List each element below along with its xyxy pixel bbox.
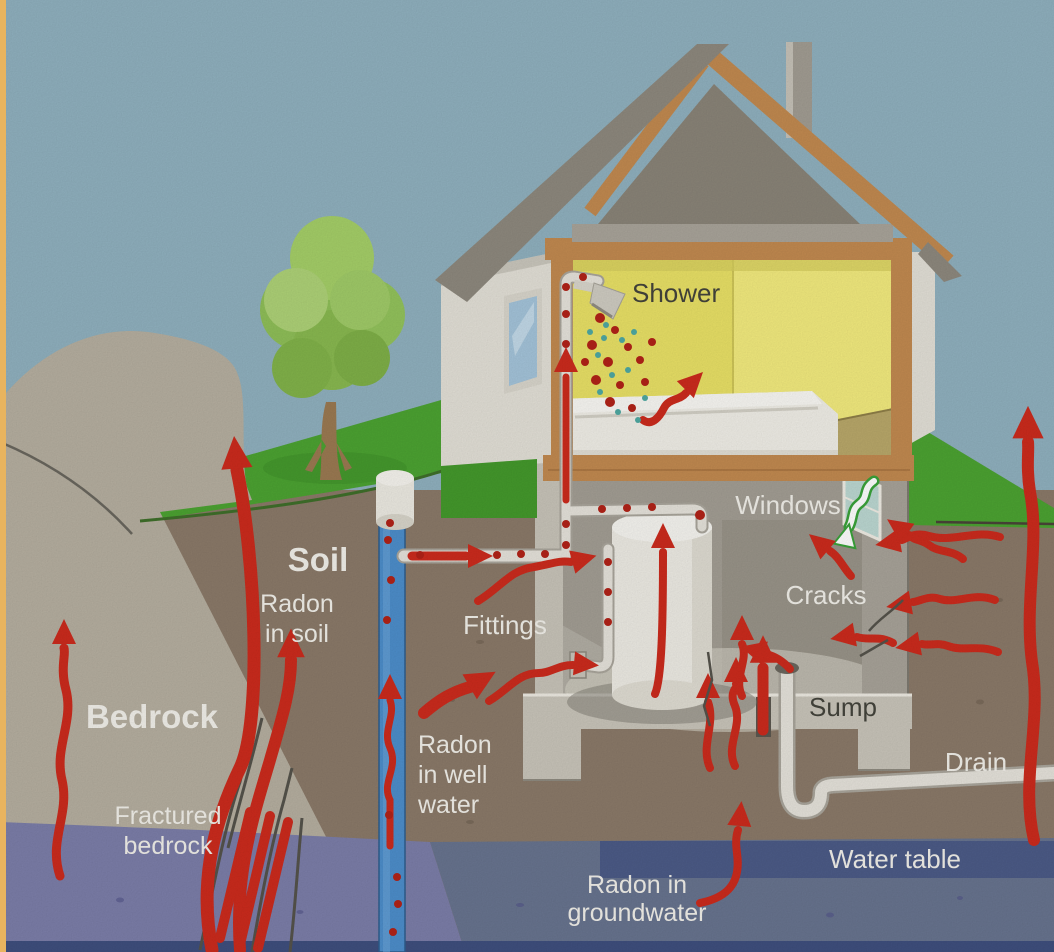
- page-edge-strip: [0, 0, 6, 952]
